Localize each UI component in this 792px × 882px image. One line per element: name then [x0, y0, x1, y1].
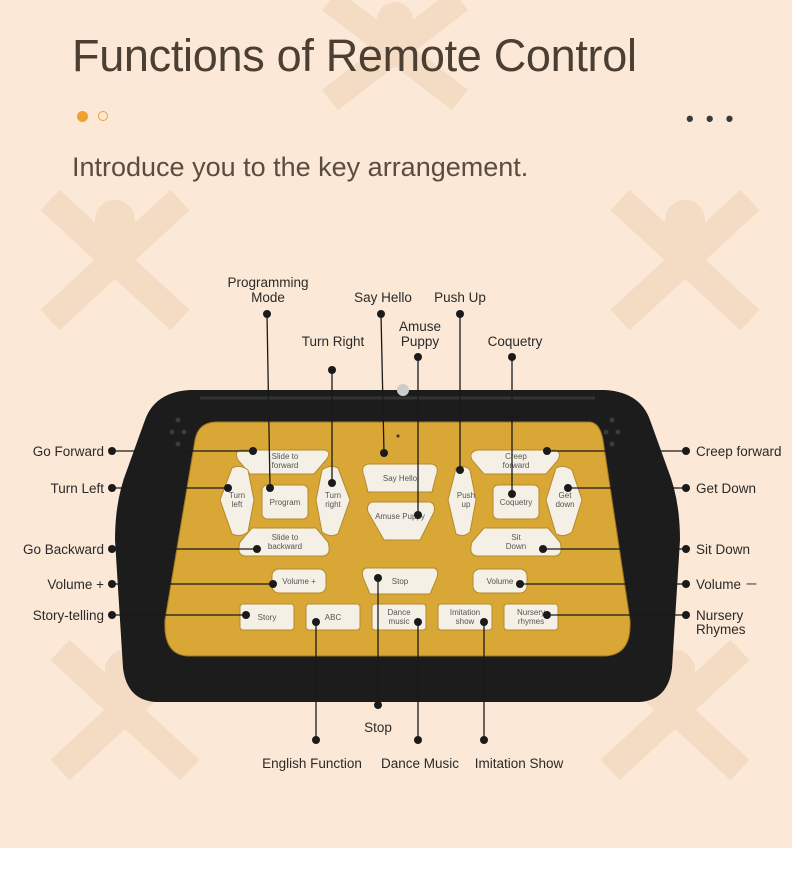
label-push-up: Push Up: [434, 290, 486, 305]
label-volume-plus: Volume +: [47, 577, 104, 592]
label-turn-left: Turn Left: [50, 481, 104, 496]
svg-text:Down: Down: [506, 542, 526, 551]
svg-text:Puppy: Puppy: [401, 334, 440, 349]
bottom-strip: [0, 848, 792, 882]
label-story-telling: Story-telling: [33, 608, 104, 623]
svg-text:Push: Push: [457, 491, 475, 500]
label-dance-music: Dance Music: [381, 756, 459, 771]
label-nursery-rhymes: Nursery: [696, 608, 744, 623]
svg-text:Story: Story: [258, 613, 277, 622]
svg-text:Volume: Volume: [487, 577, 514, 586]
svg-text:Get: Get: [559, 491, 573, 500]
svg-text:left: left: [232, 500, 243, 509]
svg-text:show: show: [456, 617, 475, 626]
label-creep-forward: Creep forward: [696, 444, 782, 459]
label-stop: Stop: [364, 720, 392, 735]
label-go-forward: Go Forward: [33, 444, 104, 459]
svg-text:Turn: Turn: [325, 491, 341, 500]
key-slide-forward-text: Slide to: [272, 452, 299, 461]
label-sit-down: Sit Down: [696, 542, 750, 557]
svg-text:Program: Program: [270, 498, 301, 507]
svg-text:Stop: Stop: [392, 577, 409, 586]
label-amuse-puppy: Amuse: [399, 319, 441, 334]
label-go-backward: Go Backward: [23, 542, 104, 557]
svg-text:Rhymes: Rhymes: [696, 622, 746, 637]
svg-text:Turn: Turn: [229, 491, 245, 500]
svg-text:forward: forward: [272, 461, 299, 470]
label-turn-right: Turn Right: [302, 334, 365, 349]
remote-diagram: Slide to forward Turn left Program Turn …: [0, 0, 792, 848]
svg-text:music: music: [389, 617, 410, 626]
svg-text:up: up: [462, 500, 471, 509]
svg-text:ABC: ABC: [325, 613, 342, 622]
svg-text:Say Hello: Say Hello: [383, 474, 418, 483]
label-coquetry: Coquetry: [488, 334, 543, 349]
label-say-hello: Say Hello: [354, 290, 412, 305]
label-imitation-show: Imitation Show: [475, 756, 564, 771]
svg-text:Imitation: Imitation: [450, 608, 480, 617]
svg-text:Dance: Dance: [387, 608, 411, 617]
svg-text:Volume +: Volume +: [282, 577, 316, 586]
svg-text:backward: backward: [268, 542, 302, 551]
svg-text:right: right: [325, 500, 341, 509]
label-volume-minus: Volume －: [696, 577, 758, 592]
svg-text:Mode: Mode: [251, 290, 285, 305]
svg-text:down: down: [555, 500, 574, 509]
svg-text:forward: forward: [503, 461, 530, 470]
label-get-down: Get Down: [696, 481, 756, 496]
svg-text:Creep: Creep: [505, 452, 527, 461]
svg-text:Coquetry: Coquetry: [500, 498, 532, 507]
svg-text:rhymes: rhymes: [518, 617, 544, 626]
svg-text:Slide to: Slide to: [272, 533, 299, 542]
infographic: Functions of Remote Control • • • Introd…: [0, 0, 792, 848]
svg-text:Sit: Sit: [511, 533, 521, 542]
label-english-function: English Function: [262, 756, 362, 771]
label-programming-mode: Programming: [227, 275, 308, 290]
svg-text:Nursery: Nursery: [517, 608, 545, 617]
